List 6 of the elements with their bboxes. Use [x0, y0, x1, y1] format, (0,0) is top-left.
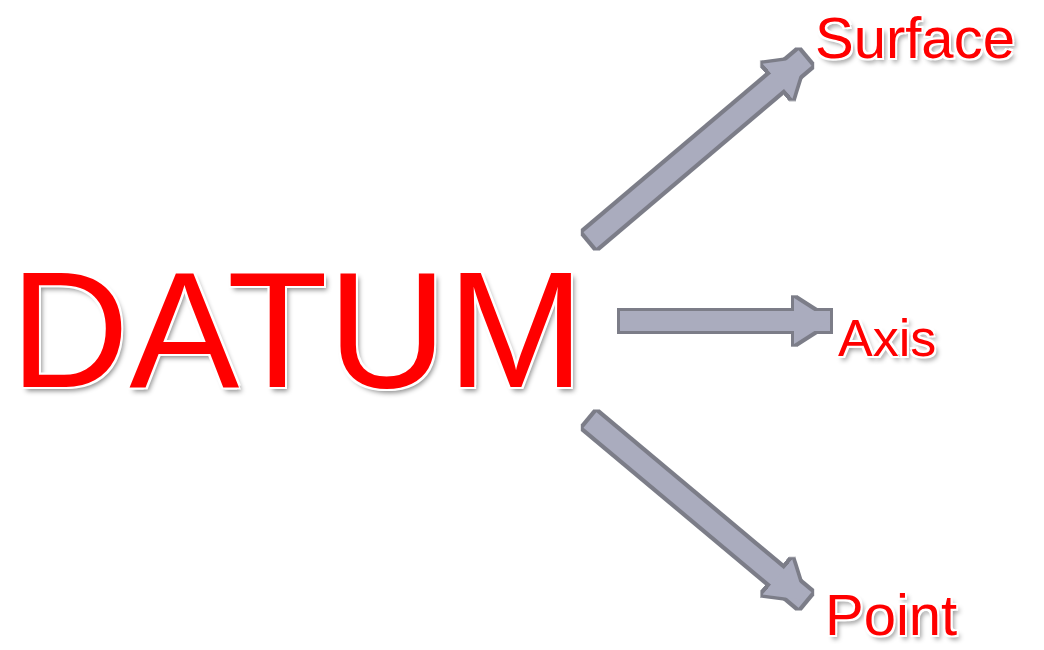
term-label: Surface	[815, 8, 1015, 67]
term-label: Point	[825, 586, 958, 644]
block-arrow	[620, 298, 830, 344]
term-label: Axis	[838, 311, 937, 364]
block-arrow	[583, 412, 812, 608]
title-word: DATUM	[10, 247, 585, 413]
